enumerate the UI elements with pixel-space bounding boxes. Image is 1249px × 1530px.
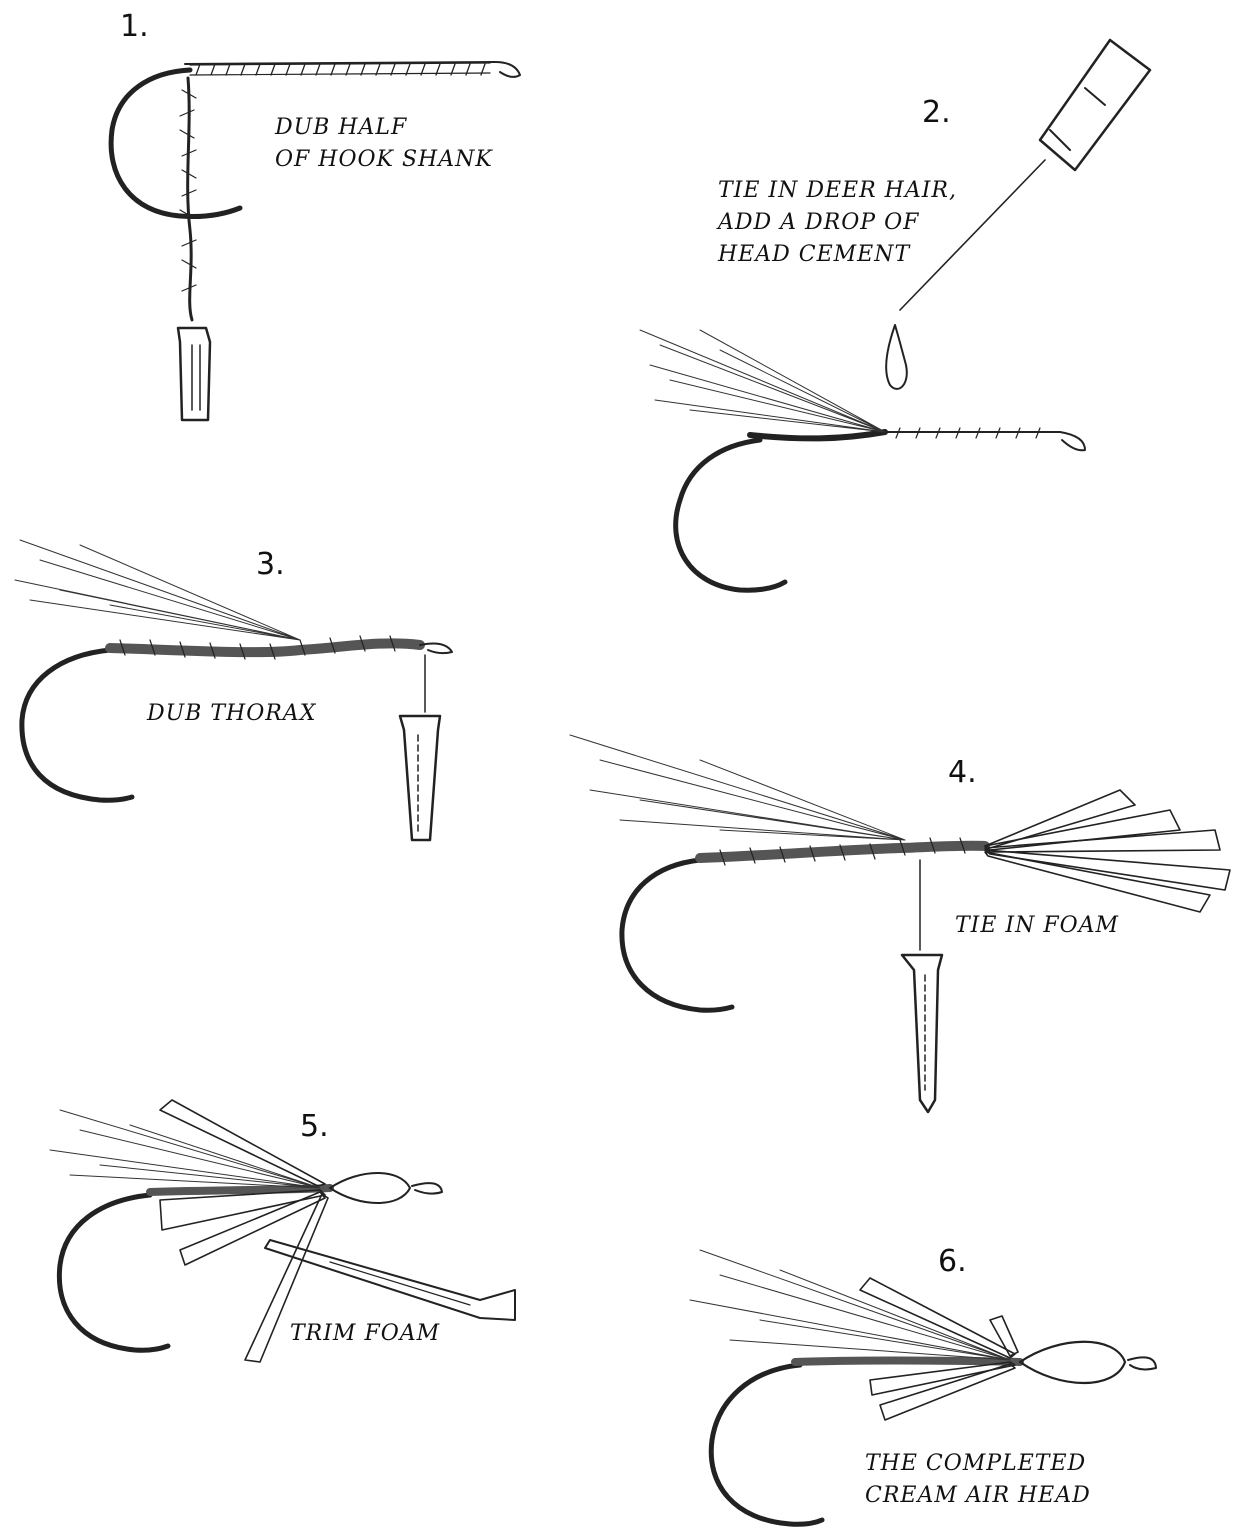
step-2-number: 2. (922, 96, 951, 130)
caption-line: TIE IN DEER HAIR, (718, 175, 957, 207)
caption-line: CREAM AIR HEAD (865, 1480, 1091, 1512)
hook-4 (622, 860, 732, 1010)
hook-3 (22, 650, 132, 800)
caption-line: TRIM FOAM (290, 1318, 440, 1350)
step-5-drawing (50, 1100, 515, 1362)
step-3-number: 3. (256, 548, 285, 582)
step-1-number: 1. (120, 10, 149, 44)
caption-line: TIE IN FOAM (955, 910, 1119, 942)
step-2-caption: TIE IN DEER HAIR, ADD A DROP OF HEAD CEM… (718, 175, 957, 271)
step-6-caption: THE COMPLETED CREAM AIR HEAD (865, 1448, 1091, 1512)
step-5-caption: TRIM FOAM (290, 1318, 440, 1350)
step-6-number: 6. (938, 1245, 967, 1279)
step-4-drawing (570, 735, 1230, 1112)
hook-1 (111, 70, 240, 217)
caption-line: DUB THORAX (147, 698, 316, 730)
step-3-drawing (15, 540, 452, 840)
step-5-number: 5. (300, 1110, 329, 1144)
hook-5 (59, 1195, 168, 1350)
hook-2 (676, 440, 785, 590)
foam-strips (985, 790, 1230, 912)
caption-line: THE COMPLETED (865, 1448, 1091, 1480)
step-3-caption: DUB THORAX (147, 698, 316, 730)
foam-head-6 (1020, 1342, 1125, 1383)
step-1-caption: DUB HALF OF HOOK SHANK (275, 112, 493, 176)
dubbing-spinner (178, 328, 210, 420)
caption-line: OF HOOK SHANK (275, 144, 493, 176)
step-2-drawing (640, 40, 1150, 590)
dubbing-loop (188, 78, 192, 320)
step-4-caption: TIE IN FOAM (955, 910, 1119, 942)
cement-drop (886, 325, 907, 389)
step-4-number: 4. (948, 756, 977, 790)
dubbing-spinner-4 (902, 955, 942, 1112)
hook-6 (711, 1365, 822, 1524)
bodkin-handle (1040, 40, 1150, 170)
dubbed-body (110, 643, 420, 652)
foam-head-5 (330, 1173, 410, 1203)
caption-line: DUB HALF (275, 112, 493, 144)
caption-line: HEAD CEMENT (718, 239, 957, 271)
caption-line: ADD A DROP OF (718, 207, 957, 239)
dubbing-spinner-3 (400, 716, 440, 840)
